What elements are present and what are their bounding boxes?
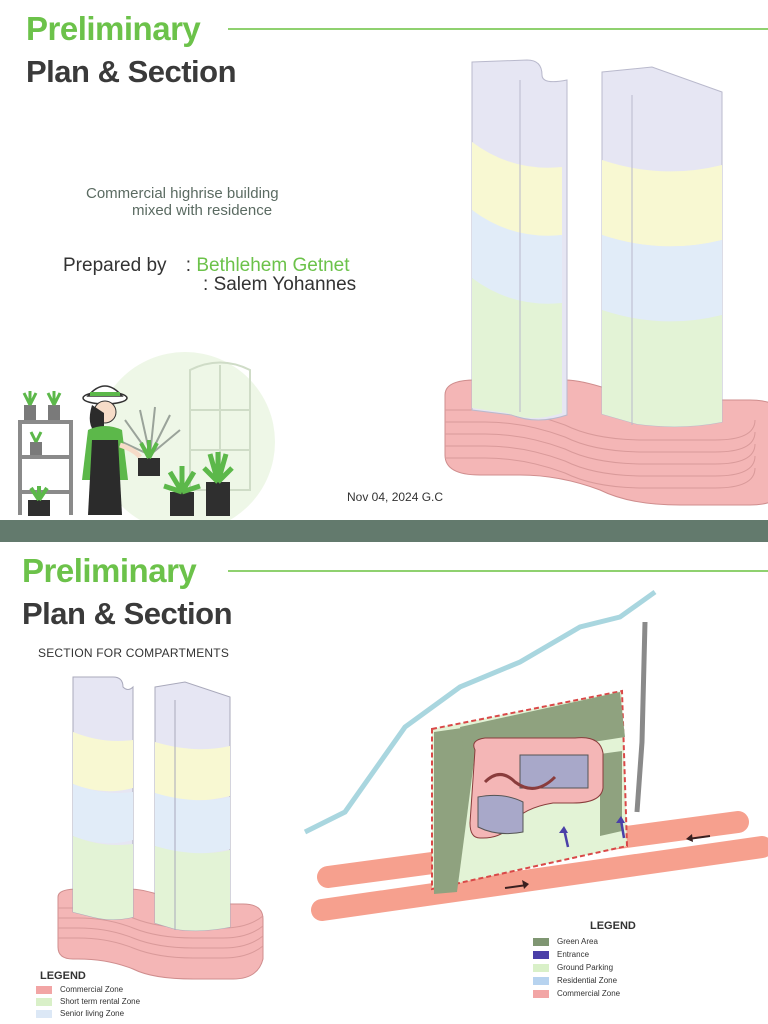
legend-swatch bbox=[533, 963, 549, 972]
legend-label: Short term rental Zone bbox=[60, 997, 141, 1006]
right-legend-item: Entrance bbox=[533, 950, 589, 959]
right-legend-item: Residential Zone bbox=[533, 976, 617, 985]
right-legend-item: Commercial Zone bbox=[533, 989, 620, 998]
legend-label: Residential Zone bbox=[557, 976, 618, 985]
subtitle-line-1: Commercial highrise building bbox=[86, 185, 279, 202]
prepared-by: Prepared by : Bethlehem Getnet bbox=[63, 255, 350, 277]
legend-swatch bbox=[533, 950, 549, 959]
legend-label: Green Area bbox=[557, 937, 598, 946]
legend-swatch bbox=[36, 985, 52, 994]
prepared-separator-2: : bbox=[203, 274, 214, 295]
legend-label: Senior living Zone bbox=[60, 1009, 125, 1018]
legend-label: Entrance bbox=[557, 950, 590, 959]
right-legend-item: Green Area bbox=[533, 937, 598, 946]
slide-title-preliminary: Preliminary bbox=[26, 10, 201, 47]
tower-section-3d-large bbox=[444, 59, 768, 506]
legend-swatch bbox=[533, 937, 549, 946]
presentation-date: Nov 04, 2024 G.C bbox=[347, 490, 444, 504]
legend-swatch bbox=[36, 1009, 52, 1018]
left-legend-title: LEGEND bbox=[40, 970, 86, 982]
title-slide: Preliminary Plan & Section Commercial hi… bbox=[18, 10, 768, 520]
author-name-1: Bethlehem Getnet bbox=[196, 255, 350, 276]
prepared-by-second: : Salem Yohannes bbox=[203, 274, 356, 296]
left-legend-item: Short term rental Zone bbox=[36, 997, 140, 1006]
tower-section-3d-small bbox=[57, 676, 264, 980]
slide2-title-preliminary: Preliminary bbox=[22, 552, 197, 589]
legend-swatch bbox=[533, 989, 549, 998]
left-legend-item: Commercial Zone bbox=[36, 985, 123, 994]
slide-title-plan-section: Plan & Section bbox=[26, 54, 237, 89]
site-plan bbox=[303, 589, 768, 921]
slide2-title-rule bbox=[228, 570, 768, 572]
legend-label: Commercial Zone bbox=[60, 985, 124, 994]
author-name-2: Salem Yohannes bbox=[213, 274, 357, 295]
slide-divider bbox=[0, 520, 768, 542]
gardener-illustration bbox=[18, 352, 275, 520]
section-label: SECTION FOR COMPARTMENTS bbox=[38, 646, 230, 660]
title-rule bbox=[228, 28, 768, 30]
right-legend-title: LEGEND bbox=[590, 920, 636, 932]
legend-label: Ground Parking bbox=[557, 963, 614, 972]
subtitle-line-2: mixed with residence bbox=[132, 202, 273, 219]
left-legend-item: Senior living Zone bbox=[36, 1009, 124, 1018]
right-legend-item: Ground Parking bbox=[533, 963, 613, 972]
prepared-label: Prepared by bbox=[63, 255, 167, 276]
legend-label: Commercial Zone bbox=[557, 989, 621, 998]
plan-section-slide: Preliminary Plan & Section SECTION FOR C… bbox=[0, 542, 768, 1024]
legend-swatch bbox=[36, 997, 52, 1006]
prepared-separator: : bbox=[185, 255, 197, 276]
legend-swatch bbox=[533, 976, 549, 985]
slide2-title-plan-section: Plan & Section bbox=[22, 596, 233, 631]
